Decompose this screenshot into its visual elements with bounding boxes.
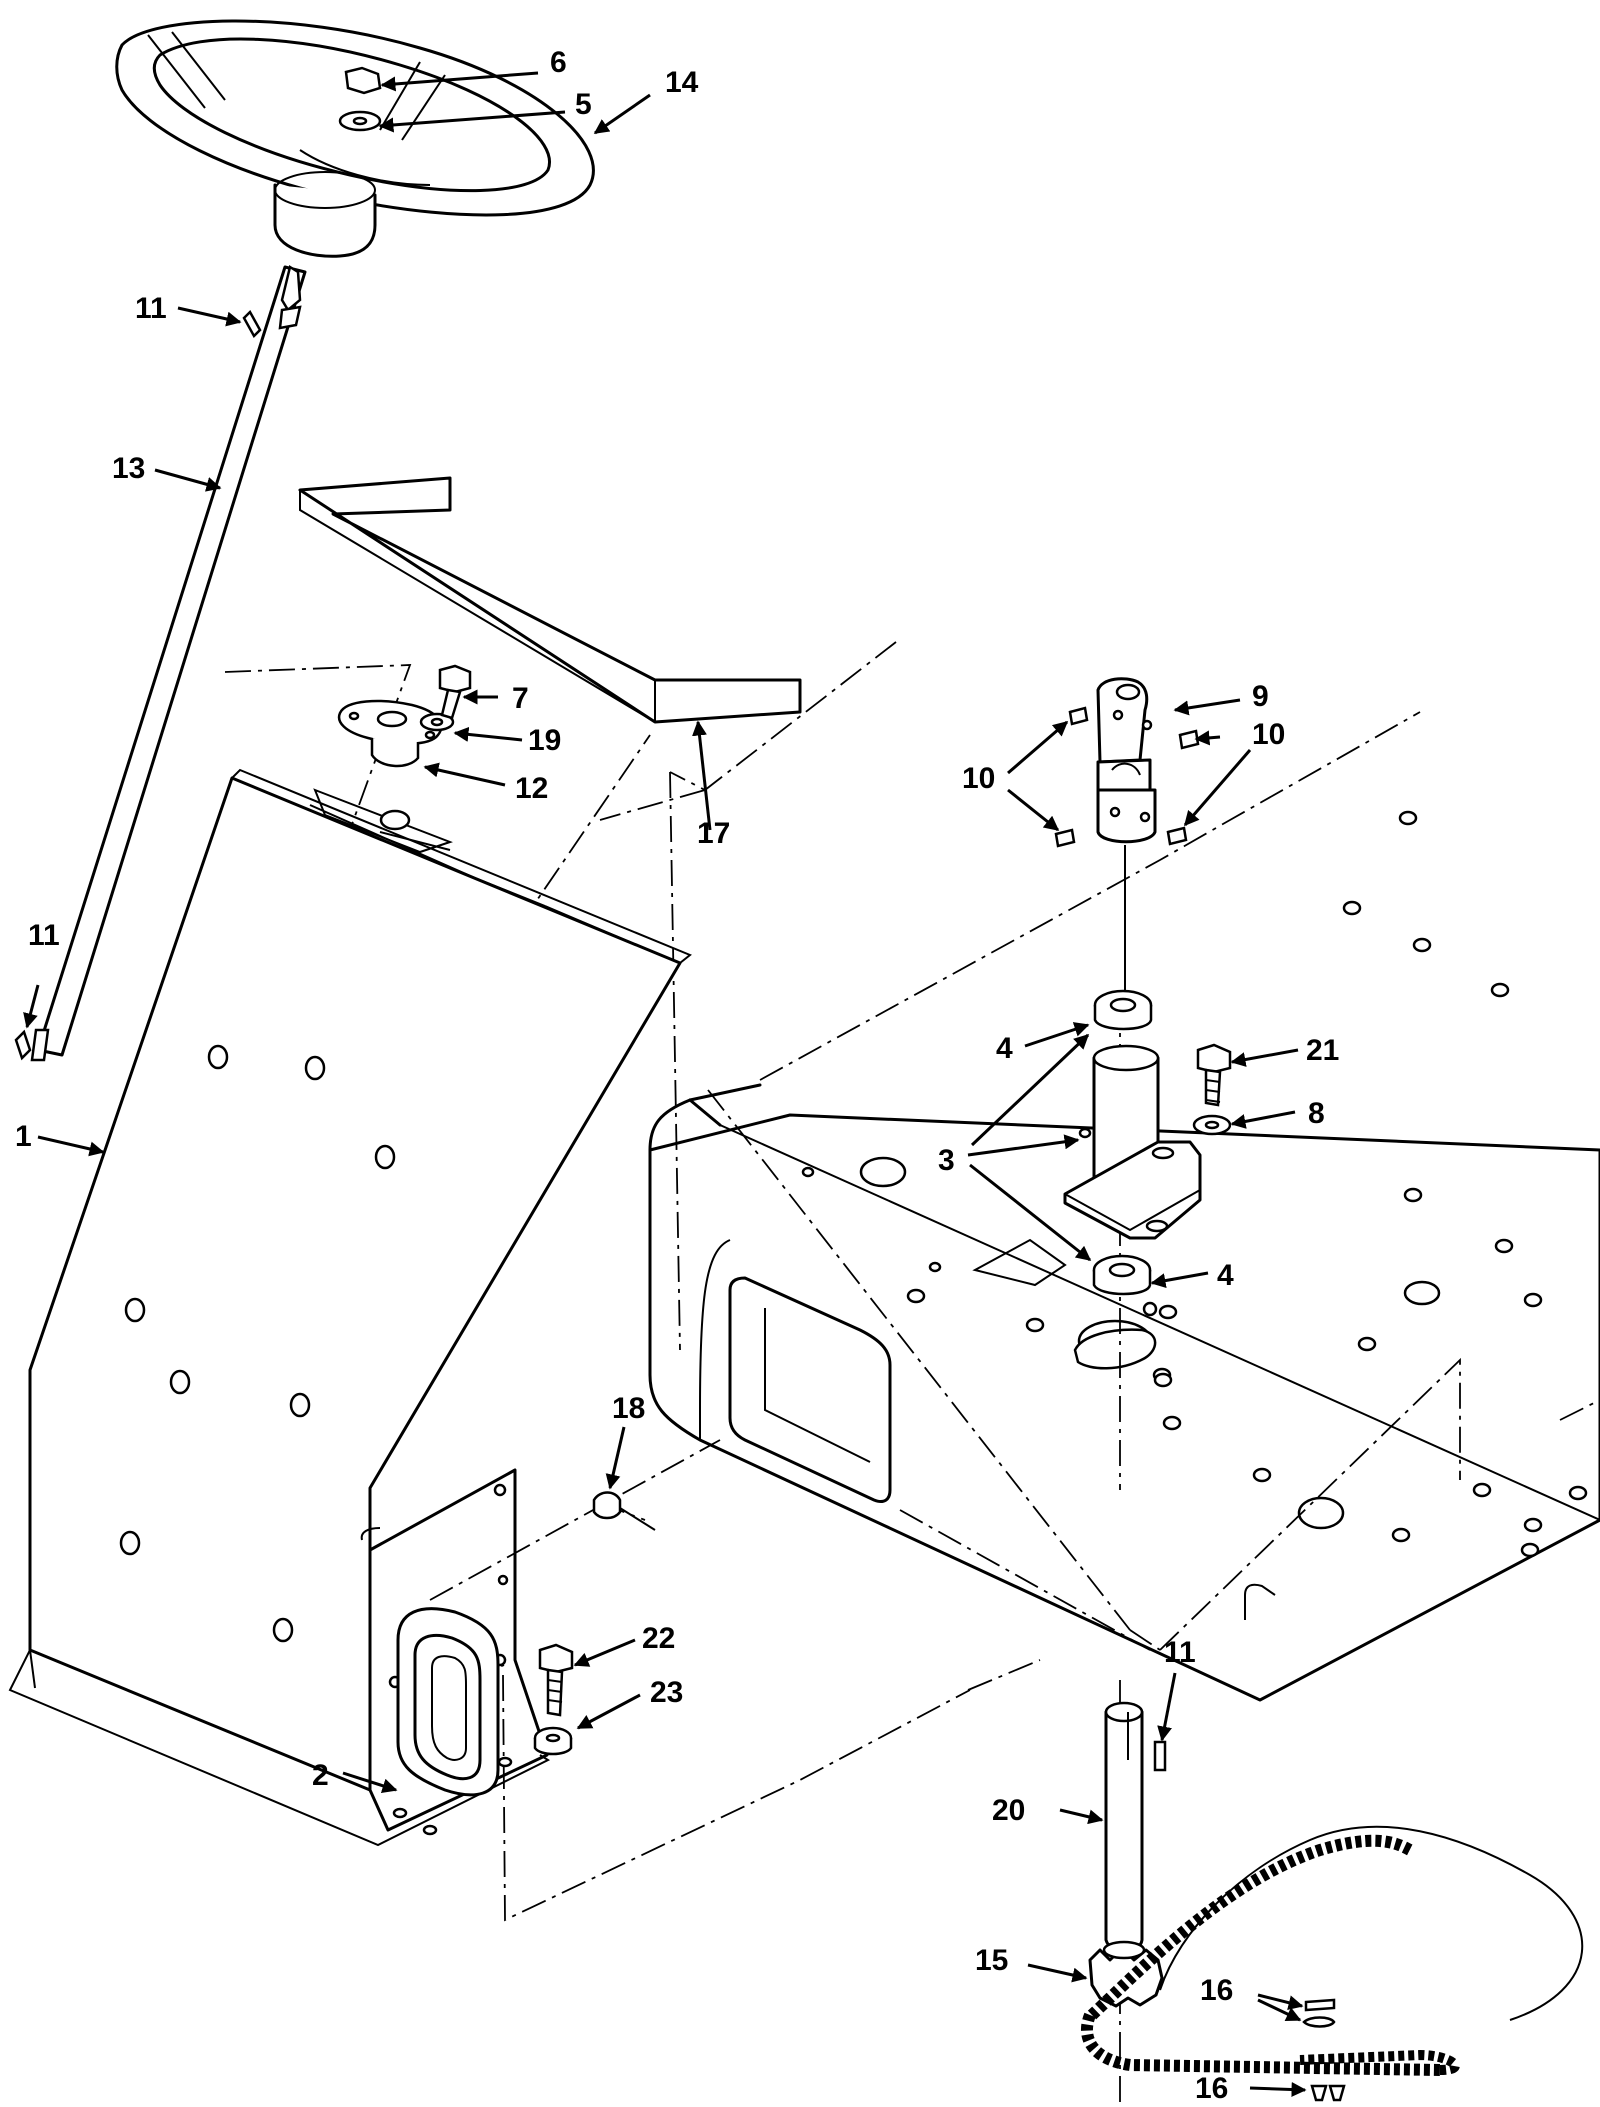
steering-wheel — [115, 19, 595, 258]
callout-4-lower: 4 — [1217, 1259, 1234, 1292]
callout-13: 13 — [112, 452, 145, 485]
callout-16-lower: 16 — [1195, 2072, 1228, 2105]
callout-5: 5 — [575, 88, 592, 121]
washer-8 — [1192, 1114, 1232, 1136]
callout-11-left: 11 — [28, 919, 60, 952]
bracket — [298, 476, 802, 724]
callout-14: 14 — [665, 66, 699, 99]
callout-19: 19 — [528, 724, 561, 757]
bolt-22 — [538, 1643, 574, 1717]
bolt-21 — [1196, 1043, 1232, 1107]
callout-9: 9 — [1252, 680, 1269, 713]
callout-22: 22 — [642, 1622, 675, 1655]
bolt-7 — [438, 664, 472, 720]
washer-23 — [533, 1726, 573, 1756]
steering-column-housing — [8, 768, 692, 1847]
callout-8: 8 — [1308, 1097, 1325, 1130]
callout-16-upper: 16 — [1200, 1974, 1233, 2007]
frame-chassis — [648, 810, 1600, 1702]
washer-19 — [419, 712, 455, 732]
callout-6: 6 — [550, 46, 567, 79]
callout-18: 18 — [612, 1392, 645, 1425]
callout-23: 23 — [650, 1676, 683, 1709]
bushing-lower — [1092, 1254, 1158, 1317]
steering-tube-bracket — [1063, 1044, 1202, 1240]
universal-joint — [1054, 677, 1200, 990]
callout-1: 1 — [15, 1120, 32, 1153]
flange-bushing — [337, 699, 443, 768]
callout-11-top: 11 — [135, 292, 167, 325]
callout-17: 17 — [697, 817, 730, 850]
lower-shaft — [1104, 1701, 1167, 1953]
callout-15: 15 — [975, 1944, 1008, 1977]
bushing-upper — [1093, 989, 1153, 1031]
callout-10-left: 10 — [962, 762, 995, 795]
callout-11-bottom: 11 — [1164, 1636, 1196, 1669]
callout-20: 20 — [992, 1794, 1025, 1827]
callout-labels: 1 2 3 4 4 5 6 7 8 9 10 10 11 11 11 12 13… — [15, 46, 1339, 2105]
callout-2: 2 — [312, 1759, 329, 1792]
callout-4-upper: 4 — [996, 1032, 1013, 1065]
drive-chain — [1080, 1825, 1584, 2102]
callout-21: 21 — [1306, 1034, 1339, 1067]
callout-12: 12 — [515, 772, 548, 805]
callout-10-right: 10 — [1252, 718, 1285, 751]
leader-lines — [23, 71, 1307, 2098]
callout-7: 7 — [512, 682, 529, 715]
plug-18 — [592, 1491, 656, 1531]
sprocket — [1088, 1940, 1164, 2008]
callout-3: 3 — [938, 1144, 955, 1177]
steering-shaft — [14, 265, 307, 1062]
